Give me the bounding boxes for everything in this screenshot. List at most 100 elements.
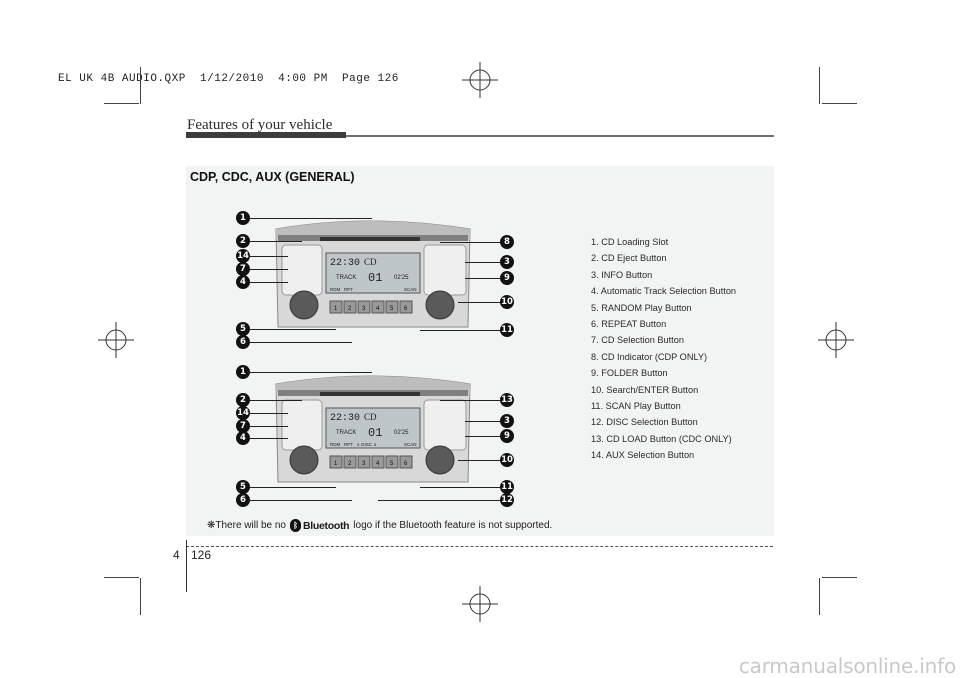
legend-item: 2. CD Eject Button (591, 253, 667, 264)
lcd-status-right: SCAN (404, 287, 417, 292)
callout-badge: 2 (236, 393, 250, 407)
legend-item: 1. CD Loading Slot (591, 237, 669, 247)
svg-text:4: 4 (376, 461, 380, 467)
callout-badge: 14 (236, 249, 250, 263)
callout-badge: 11 (500, 323, 514, 337)
legend-item: 11. SCAN Play Button (591, 400, 681, 411)
callout-badge: 13 (500, 393, 514, 407)
callout-badge: 8 (500, 235, 514, 249)
svg-text:5: 5 (390, 306, 394, 312)
legend-item: 4. Automatic Track Selection Button (591, 286, 737, 297)
leader-line (250, 256, 288, 257)
footer-rule (186, 546, 773, 547)
legend-item: 9. FOLDER Button (591, 368, 668, 379)
legend-item: 5. RANDOM Play Button (591, 302, 692, 313)
lcd-clock: 22:30 (330, 258, 360, 269)
crop-mark (822, 577, 857, 578)
svg-text:4: 4 (376, 306, 380, 312)
crop-mark (104, 103, 139, 104)
footnote-mark: ❋ (207, 520, 216, 531)
lcd-status-right: SCAN (404, 442, 417, 447)
leader-line (458, 302, 500, 303)
site-watermark: carmanualsonline.info (738, 654, 956, 678)
registration-mark-icon (98, 322, 134, 358)
callout-badge: 1 (236, 211, 250, 225)
callout-badge: 10 (500, 295, 514, 309)
callout-badge: 12 (500, 493, 514, 507)
button-legend: 1. CD Loading Slot 2. CD Eject Button 3.… (591, 234, 736, 463)
leader-line (250, 413, 288, 414)
leader-line (250, 218, 372, 219)
callout-badge: 3 (500, 414, 514, 428)
callout-badge: 10 (500, 453, 514, 467)
callout-badge: 2 (236, 234, 250, 248)
bluetooth-logo-text: Bluetooth (302, 519, 350, 532)
svg-text:1: 1 (334, 306, 338, 312)
radio-diagram-top: 22:30 CD TRACK 01 02'25 RDM RPT SCAN 1 2… (275, 220, 471, 328)
leader-line (440, 242, 500, 243)
callout-badge: 9 (500, 271, 514, 285)
print-slug: EL UK 4B AUDIO.QXP 1/12/2010 4:00 PM Pag… (58, 73, 399, 85)
callout-badge: 6 (236, 335, 250, 349)
page-number: 126 (191, 548, 212, 562)
callout-badge: 3 (500, 255, 514, 269)
legend-item: 12. DISC Selection Button (591, 417, 698, 428)
registration-mark-icon (462, 586, 498, 622)
preset-buttons-bottom: 1 2 3 4 5 6 (329, 455, 413, 469)
lcd-track-label: TRACK (336, 275, 356, 281)
callout-badge: 4 (236, 431, 250, 445)
crop-mark (819, 578, 820, 615)
leader-line (250, 487, 336, 488)
svg-text:3: 3 (362, 306, 366, 312)
svg-text:3: 3 (362, 461, 366, 467)
crop-mark (140, 578, 141, 615)
crop-mark (104, 577, 139, 578)
footer-vertical-rule (186, 540, 187, 592)
leader-line (250, 426, 288, 427)
footnote-text-after: logo if the Bluetooth feature is not sup… (353, 520, 553, 531)
lcd-mode: CD (364, 412, 377, 422)
leader-line (250, 372, 372, 373)
legend-item: 13. CD LOAD Button (CDC ONLY) (591, 433, 732, 444)
legend-item: 6. REPEAT Button (591, 318, 667, 329)
leader-line (250, 241, 302, 242)
svg-text:5: 5 (390, 461, 394, 467)
header-rule-thin (346, 135, 774, 137)
registration-mark-icon (818, 322, 854, 358)
callout-badge: 6 (236, 493, 250, 507)
callout-badge: 5 (236, 322, 250, 336)
crop-mark (140, 67, 141, 104)
leader-line (250, 269, 288, 270)
leader-line (420, 330, 500, 331)
crop-mark (819, 67, 820, 104)
callout-badge: 9 (500, 429, 514, 443)
leader-line (250, 500, 352, 501)
legend-item: 7. CD Selection Button (591, 335, 684, 346)
lcd-track-label: TRACK (336, 430, 356, 436)
registration-mark-icon (462, 62, 498, 98)
header-rule (186, 132, 346, 138)
lcd-mode: CD (364, 257, 377, 267)
leader-line (250, 282, 288, 283)
leader-line (420, 487, 500, 488)
leader-line (465, 278, 500, 279)
page-header-title: Features of your vehicle (187, 117, 333, 133)
callout-badge: 5 (236, 480, 250, 494)
leader-line (250, 342, 352, 343)
svg-text:2: 2 (348, 461, 352, 467)
lcd-status-left: RDM RPT ∨ DISC ∧ (330, 442, 377, 447)
crop-mark (822, 103, 857, 104)
callout-badge: 1 (236, 365, 250, 379)
leader-line (250, 438, 288, 439)
lcd-time: 02'25 (394, 275, 409, 281)
leader-line (465, 436, 500, 437)
lcd-track-number: 01 (368, 426, 382, 440)
lcd-status-left: RDM RPT (330, 287, 353, 292)
lcd-clock: 22:30 (330, 413, 360, 424)
svg-text:1: 1 (334, 461, 338, 467)
svg-text:2: 2 (348, 306, 352, 312)
callout-badge: 11 (500, 480, 514, 494)
legend-item: 3. INFO Button (591, 269, 653, 280)
leader-line (465, 262, 500, 263)
